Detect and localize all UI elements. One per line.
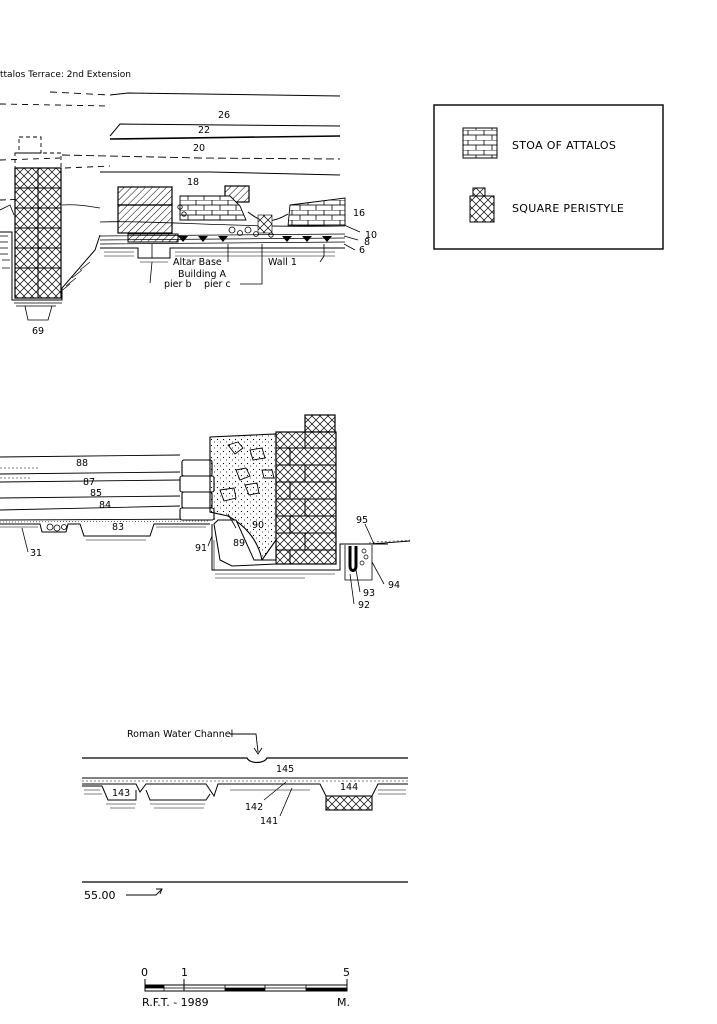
scale-tick-0: 0 <box>141 966 148 979</box>
layer-label: 88 <box>76 458 88 469</box>
label-93: 93 <box>363 588 375 599</box>
label-pier-b: pier b <box>164 279 191 290</box>
layer-label: 20 <box>193 143 205 154</box>
dashed-ground-line <box>49 91 111 96</box>
rubble-fill <box>209 433 277 562</box>
layer-label: 18 <box>187 177 199 188</box>
label-143: 143 <box>112 788 130 799</box>
legend-stoa-label: STOA OF ATTALOS <box>512 139 616 152</box>
label-95: 95 <box>356 515 368 526</box>
label-90: 90 <box>252 520 264 531</box>
layer-boundary-22-top <box>109 123 341 137</box>
altar-block-upper <box>117 186 173 206</box>
label-building-a: Building A <box>178 269 227 280</box>
altar-block-lower <box>117 204 173 234</box>
layer-label: 85 <box>90 488 102 499</box>
layer-label: 6 <box>359 245 365 256</box>
layer-label: 16 <box>353 208 365 219</box>
layer-label: 8 <box>364 237 370 248</box>
layer-label: 145 <box>276 764 294 775</box>
layer-label: 87 <box>83 477 95 488</box>
section-title: Attalos Terrace: 2nd Extension <box>0 70 131 80</box>
label-89: 89 <box>233 538 245 549</box>
scale-tick-1: 1 <box>181 966 188 979</box>
roman-water-channel-label: Roman Water Channel <box>127 729 233 740</box>
label-92: 92 <box>358 600 370 611</box>
layer-label: 22 <box>198 125 210 136</box>
label-141: 141 <box>260 816 278 827</box>
brick-pattern-icon <box>462 127 498 159</box>
legend-box <box>433 104 664 250</box>
label-94: 94 <box>388 580 400 591</box>
layer-boundary-22-bottom <box>109 135 341 140</box>
layer-label: 10 <box>365 230 377 241</box>
label-pier-c: pier c <box>204 279 231 290</box>
scale-tick-5: 5 <box>343 966 350 979</box>
layer-boundary-26-top <box>109 92 341 97</box>
label-31: 31 <box>30 548 42 559</box>
label-69: 69 <box>32 326 44 337</box>
peristyle-footing <box>325 795 373 811</box>
layer-label: 83 <box>112 522 124 533</box>
stoa-wall-blocks <box>179 459 215 521</box>
layer-label: 84 <box>99 500 111 511</box>
datum-elevation: 55.00 <box>84 889 116 902</box>
surface-line <box>82 757 408 764</box>
crosshatch-pattern-icon <box>469 187 495 223</box>
scale-unit: M. <box>337 996 350 1009</box>
legend-peristyle-label: SQUARE PERISTYLE <box>512 202 624 215</box>
layer-label: 26 <box>218 110 230 121</box>
label-144: 144 <box>340 782 358 793</box>
peristyle-pier <box>275 414 337 565</box>
scale-bar <box>144 979 348 992</box>
label-142: 142 <box>245 802 263 813</box>
label-91: 91 <box>195 543 207 554</box>
label-wall-1: Wall 1 <box>268 257 297 268</box>
label-altar-base: Altar Base <box>173 257 222 268</box>
drafter-credit: R.F.T. - 1989 <box>142 996 209 1009</box>
